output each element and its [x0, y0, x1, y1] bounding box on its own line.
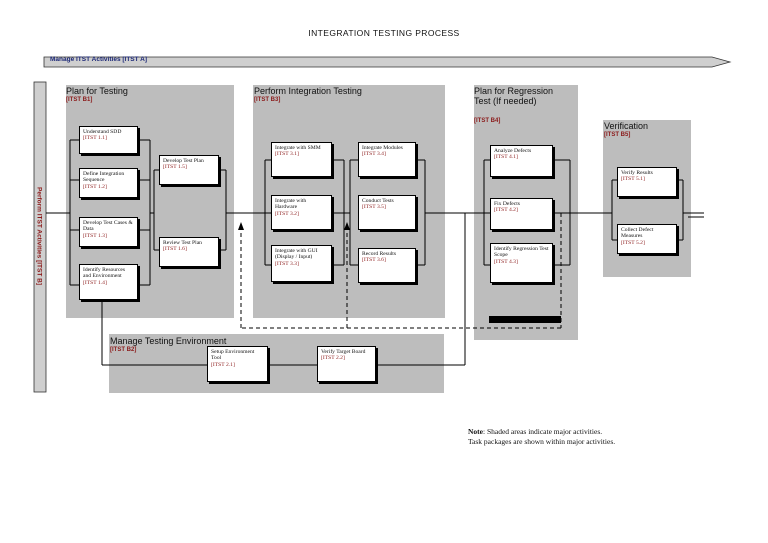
task-box-itst-5-1: Verify Results[ITST 5.1] — [617, 167, 677, 197]
task-box-itst-1-2: Define Integration Sequence[ITST 1.2] — [79, 168, 138, 198]
task-box-itst-3-5: Conduct Tests[ITST 3.5] — [358, 195, 416, 230]
perform-itst-activities-label-wrap: Perform ITST Activities [ITST B] — [33, 86, 45, 386]
verification-code: [ITST B5] — [604, 132, 631, 138]
perform-itst-side-bar — [33, 81, 47, 393]
manage-itst-banner-arrow — [43, 56, 732, 68]
task-box-itst-2-2: Verify Target Board[ITST 2.2] — [317, 346, 376, 382]
regression-black-bar — [489, 316, 561, 323]
manage-testing-environment-code: [ITST B2] — [110, 347, 137, 353]
plan-for-testing-title: Plan for Testing — [66, 86, 128, 96]
note-line-1: : Shaded areas indicate major activities… — [483, 427, 603, 436]
feedback-arrowhead-left — [238, 222, 244, 230]
note-line-2: Task packages are shown within major act… — [468, 437, 616, 446]
task-box-itst-4-3: Identify Regression Test Scope[ITST 4.3] — [490, 243, 553, 283]
task-box-itst-1-4: Identify Resources and Environment[ITST … — [79, 264, 138, 300]
regression-test-title: Plan for Regression Test (If needed) — [474, 86, 554, 106]
verification-title: Verification — [604, 121, 649, 131]
task-box-itst-1-6: Review Test Plan[ITST 1.6] — [159, 237, 219, 267]
task-box-itst-3-3: Integrate with GUI (Display / Input)[ITS… — [271, 245, 332, 282]
task-box-itst-2-1: Setup Environment Tool[ITST 2.1] — [207, 346, 268, 382]
task-box-itst-3-2: Integrate with Hardware[ITST 3.2] — [271, 195, 332, 230]
task-box-itst-1-5: Develop Test Plan[ITST 1.5] — [159, 155, 219, 185]
task-box-itst-4-1: Analyze Defects[ITST 4.1] — [490, 145, 553, 177]
task-box-itst-1-1: Understand SDD[ITST 1.1] — [79, 126, 138, 154]
task-box-itst-3-6: Record Results[ITST 3.6] — [358, 248, 416, 283]
task-box-itst-3-1: Integrate with SMM[ITST 3.1] — [271, 142, 332, 177]
perform-integration-testing-title: Perform Integration Testing — [254, 86, 362, 96]
perform-itst-activities-label: Perform ITST Activities [ITST B] — [35, 187, 43, 285]
task-box-itst-4-2: Fix Defects[ITST 4.2] — [490, 198, 553, 230]
plan-for-testing-code: [ITST B1] — [66, 97, 93, 103]
note-bold-label: Note — [468, 427, 483, 436]
region-manage-testing-environment — [109, 334, 444, 393]
regression-test-code: [ITST B4] — [474, 118, 501, 124]
task-box-itst-1-3: Develop Test Cases & Data[ITST 1.3] — [79, 217, 138, 247]
legend-note: Note: Shaded areas indicate major activi… — [468, 427, 615, 447]
manage-testing-environment-title: Manage Testing Environment — [110, 336, 227, 346]
perform-integration-testing-code: [ITST B3] — [254, 97, 281, 103]
diagram-title: INTEGRATION TESTING PROCESS — [308, 28, 460, 38]
task-box-itst-5-2: Collect Defect Measures[ITST 5.2] — [617, 224, 677, 254]
feedback-arrowhead-mid — [344, 222, 350, 230]
manage-itst-activities-label: Manage ITST Activities [ITST A] — [50, 56, 148, 63]
task-box-itst-3-4: Integrate Modules[ITST 3.4] — [358, 142, 416, 177]
